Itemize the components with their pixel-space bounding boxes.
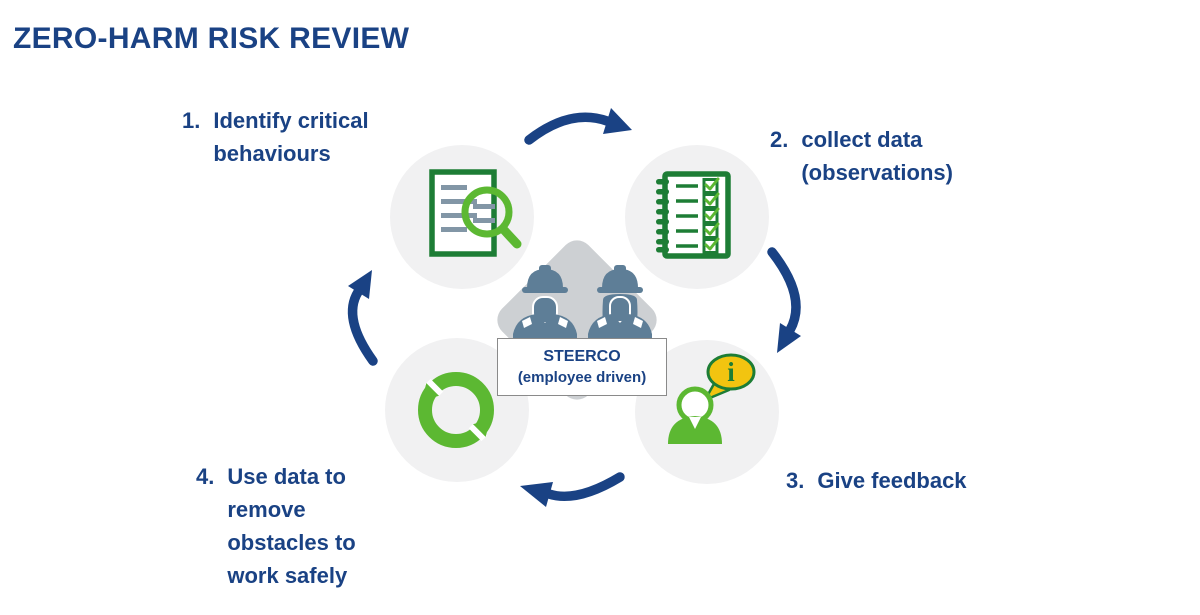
arrow-step3-to-step4 bbox=[544, 472, 625, 502]
arrow-step1-to-step2 bbox=[524, 112, 612, 145]
step-1-number: 1. bbox=[182, 108, 201, 133]
step-4-label: 4. Use data to remove obstacles to work … bbox=[196, 460, 356, 592]
step-3-label: 3. Give feedback bbox=[786, 464, 967, 497]
step-2-label: 2. collect data (observations) bbox=[770, 123, 953, 189]
arrow-step2-to-step3 bbox=[767, 247, 801, 335]
page-title: ZERO-HARM RISK REVIEW bbox=[13, 22, 410, 55]
step-1-circle bbox=[390, 145, 534, 289]
step-2-circle bbox=[625, 145, 769, 289]
arrow-step4-to-step1 bbox=[347, 287, 378, 366]
step-4-number: 4. bbox=[196, 464, 215, 489]
steerco-label: STEERCO bbox=[543, 348, 621, 365]
arrowhead-left bbox=[520, 482, 553, 507]
steerco-label-box: STEERCO (employee driven) bbox=[497, 338, 667, 396]
arrowhead-right bbox=[603, 108, 632, 134]
arrowhead-down bbox=[777, 323, 801, 353]
step-3-number: 3. bbox=[786, 468, 805, 493]
step-2-number: 2. bbox=[770, 127, 789, 152]
step-1-label: 1. Identify critical behaviours bbox=[182, 104, 369, 170]
arrowhead-up bbox=[348, 270, 372, 299]
steerco-sublabel: (employee driven) bbox=[517, 369, 647, 386]
